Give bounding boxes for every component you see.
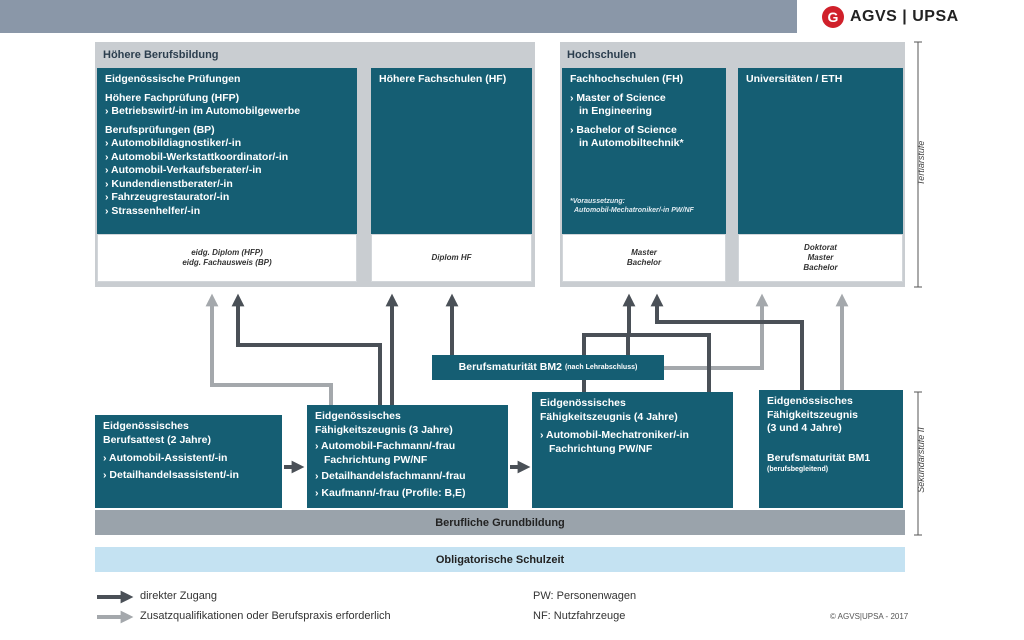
eba-title: Eidgenössisches bbox=[103, 420, 189, 432]
uni-degree-box: Doktorat Master Bachelor bbox=[738, 234, 903, 282]
hf-diploma-box: Diplom HF bbox=[371, 234, 532, 282]
hf-title: Höhere Fachschulen (HF) bbox=[379, 73, 507, 85]
eba-title: Berufsattest (2 Jahre) bbox=[103, 433, 211, 446]
bm1-sub: (berufsbegleitend) bbox=[767, 466, 829, 473]
fh-degree-bachelor: Bachelor bbox=[626, 258, 662, 267]
panel-universities-title: Hochschulen bbox=[567, 49, 637, 61]
uni-degree-bachelor: Bachelor bbox=[803, 263, 838, 272]
berufliche-grundbildung-bar: Berufliche Grundbildung bbox=[95, 510, 905, 535]
hfp-title: Höhere Fachprüfung (HFP) bbox=[105, 91, 240, 104]
bm2-sub: (nach Lehrabschluss) bbox=[564, 363, 638, 371]
bp-item: › Automobildiagnostiker/-in bbox=[105, 137, 242, 149]
secondary-side-label: Sekundarstufe II bbox=[916, 427, 926, 493]
dark-arrow-bm1-fh bbox=[650, 293, 804, 390]
tertiary-bracket bbox=[914, 41, 922, 288]
eidg-pruefungen-box: Eidgenössische Prüfungen Höhere Fachprüf… bbox=[97, 68, 357, 234]
uni-title: Universitäten / ETH bbox=[746, 73, 843, 85]
header-bar bbox=[0, 0, 797, 33]
efz3-item: › Automobil-Fachmann/-frau bbox=[315, 440, 456, 452]
secondary-bracket bbox=[914, 391, 922, 536]
efz4-item: Fachrichtung PW/NF bbox=[549, 442, 653, 455]
eba-box: Eidgenössisches Berufsattest (2 Jahre) ›… bbox=[95, 415, 282, 508]
eidg-pruefungen-title: Eidgenössische Prüfungen bbox=[105, 73, 241, 85]
efz3-title: Eidgenössisches bbox=[315, 410, 401, 422]
hf-diploma: Diplom HF bbox=[431, 253, 472, 262]
bp-title: Berufsprüfungen (BP) bbox=[105, 123, 215, 136]
uni-degree-master: Master bbox=[807, 253, 834, 262]
bp-item: › Fahrzeugrestaurator/-in bbox=[105, 191, 230, 203]
efz4-title: Fähigkeitszeugnis (4 Jahre) bbox=[540, 410, 678, 423]
uni-degree-doktorat: Doktorat bbox=[804, 243, 837, 252]
efz3-item: › Kaufmann/-frau (Profile: B,E) bbox=[315, 486, 466, 499]
obligatorische-schulzeit-bar: Obligatorische Schulzeit bbox=[95, 547, 905, 572]
dark-arrows bbox=[97, 293, 804, 604]
obligatorische-schulzeit-label: Obligatorische Schulzeit bbox=[435, 553, 565, 566]
panel-higher-vet-title: Höhere Berufsbildung bbox=[103, 49, 219, 61]
bm1-label: Berufsmaturität BM1 bbox=[767, 451, 871, 464]
efz4-box: Eidgenössisches Fähigkeitszeugnis (4 Jah… bbox=[532, 392, 733, 508]
efz34-title: Fähigkeitszeugnis bbox=[767, 408, 859, 421]
eba-item: › Automobil-Assistent/-in bbox=[103, 452, 228, 464]
dark-line-efz4-fh bbox=[631, 333, 711, 392]
diploma-bp: eidg. Fachausweis (BP) bbox=[182, 258, 272, 267]
efz4-title: Eidgenössisches bbox=[540, 397, 626, 409]
fh-item: › Bachelor of Science bbox=[570, 123, 677, 136]
eidg-pruefungen-diplomas: eidg. Diplom (HFP) eidg. Fachausweis (BP… bbox=[97, 234, 357, 282]
fh-title: Fachhochschulen (FH) bbox=[570, 73, 684, 85]
legend-nf: NF: Nutzfahrzeuge bbox=[533, 610, 626, 622]
legend-direct-label: direkter Zugang bbox=[140, 590, 218, 602]
side-brackets bbox=[914, 41, 922, 536]
bm2-box: Berufsmaturität BM2 (nach Lehrabschluss) bbox=[432, 355, 664, 380]
efz3-box: Eidgenössisches Fähigkeitszeugnis (3 Jah… bbox=[307, 405, 508, 508]
efz3-item: Fachrichtung PW/NF bbox=[324, 453, 428, 466]
bp-item: › Kundendienstberater/-in bbox=[105, 177, 233, 190]
bp-item: › Automobil-Verkaufsberater/-in bbox=[105, 164, 262, 176]
hfp-item: › Betriebswirt/-in im Automobilgewerbe bbox=[105, 105, 301, 117]
bm2-label: Berufsmaturität BM2 bbox=[458, 360, 562, 373]
brand-logo: G AGVS | UPSA bbox=[800, 0, 1024, 33]
fh-item: › Master of Science bbox=[570, 91, 666, 104]
fh-item: in Engineering bbox=[579, 105, 652, 117]
uni-box: Universitäten / ETH bbox=[738, 68, 903, 234]
legend-additional-label: Zusatzqualifikationen oder Berufspraxis … bbox=[140, 610, 391, 622]
bp-item: › Automobil-Werkstattkoordinator/-in bbox=[105, 150, 289, 163]
efz3-item: › Detailhandelsfachmann/-frau bbox=[315, 470, 466, 482]
hf-box: Höhere Fachschulen (HF) bbox=[371, 68, 532, 234]
fh-degree-box: Master Bachelor bbox=[562, 234, 726, 282]
copyright: © AGVS|UPSA - 2017 bbox=[830, 612, 909, 621]
dark-arrow-efz3-hfp bbox=[231, 293, 382, 405]
bp-item: › Strassenhelfer/-in bbox=[105, 204, 201, 217]
brand-logo-text: AGVS | UPSA bbox=[850, 7, 959, 25]
fh-item: in Automobiltechnik* bbox=[579, 137, 684, 149]
efz34-box: Eidgenössisches Fähigkeitszeugnis (3 und… bbox=[759, 390, 903, 508]
fh-degree-master: Master bbox=[631, 248, 657, 257]
agvs-logo-icon: G bbox=[822, 5, 844, 28]
efz3-title: Fähigkeitszeugnis (3 Jahre) bbox=[315, 423, 453, 436]
diploma-hfp: eidg. Diplom (HFP) bbox=[191, 248, 263, 257]
efz34-title: Eidgenössisches bbox=[767, 395, 853, 407]
fh-note-title: *Voraussetzung: bbox=[570, 197, 625, 205]
light-arrows bbox=[205, 293, 849, 405]
eba-item: › Detailhandelsassistent/-in bbox=[103, 468, 239, 481]
efz34-title: (3 und 4 Jahre) bbox=[767, 422, 842, 434]
light-arrow-efz3-bp bbox=[205, 293, 333, 405]
fh-box: Fachhochschulen (FH) › Master of Science… bbox=[562, 68, 726, 234]
fh-note-text: Automobil-Mechatroniker/-in PW/NF bbox=[574, 206, 694, 214]
tertiary-side-label: Tertiärstufe bbox=[916, 140, 926, 186]
legend-pw: PW: Personenwagen bbox=[533, 590, 637, 602]
berufliche-grundbildung-label: Berufliche Grundbildung bbox=[435, 516, 565, 529]
efz4-item: › Automobil-Mechatroniker/-in bbox=[540, 429, 689, 441]
